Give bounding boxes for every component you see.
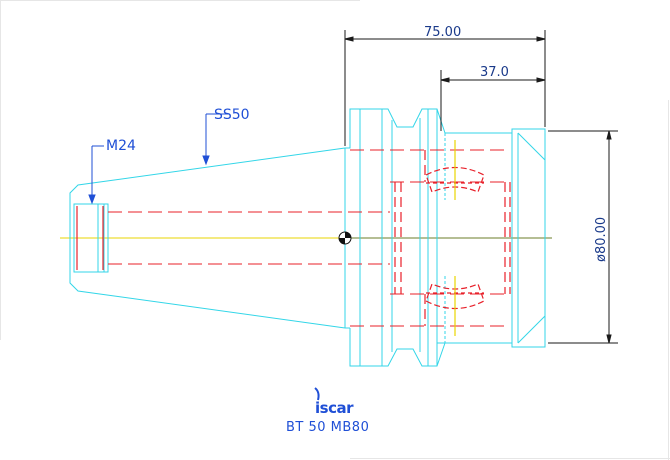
dimension-37-label: 37.0 — [480, 65, 509, 80]
iscar-logo: iscar — [314, 387, 355, 417]
flange-body — [345, 108, 546, 367]
part-caption: BT 50 MB80 — [286, 420, 369, 435]
logo-text: iscar — [315, 399, 354, 417]
hidden-lines — [108, 149, 510, 327]
thread-label: M24 — [106, 138, 136, 154]
m24-leader — [88, 145, 104, 205]
hidden-verticals — [394, 150, 511, 326]
dimension-bore-depth — [440, 70, 546, 131]
thread-marks — [76, 206, 104, 270]
datum-symbol — [338, 231, 352, 245]
clamp-screws — [425, 140, 485, 336]
dimension-diameter-label: ø80.00 — [594, 217, 609, 262]
dimension-75-label: 75.00 — [424, 25, 461, 40]
dimension-diameter — [548, 130, 618, 344]
taper-shank — [69, 147, 346, 329]
taper-label: SS50 — [214, 107, 250, 123]
dimension-overall-length — [344, 30, 546, 146]
ss50-leader — [202, 113, 228, 166]
